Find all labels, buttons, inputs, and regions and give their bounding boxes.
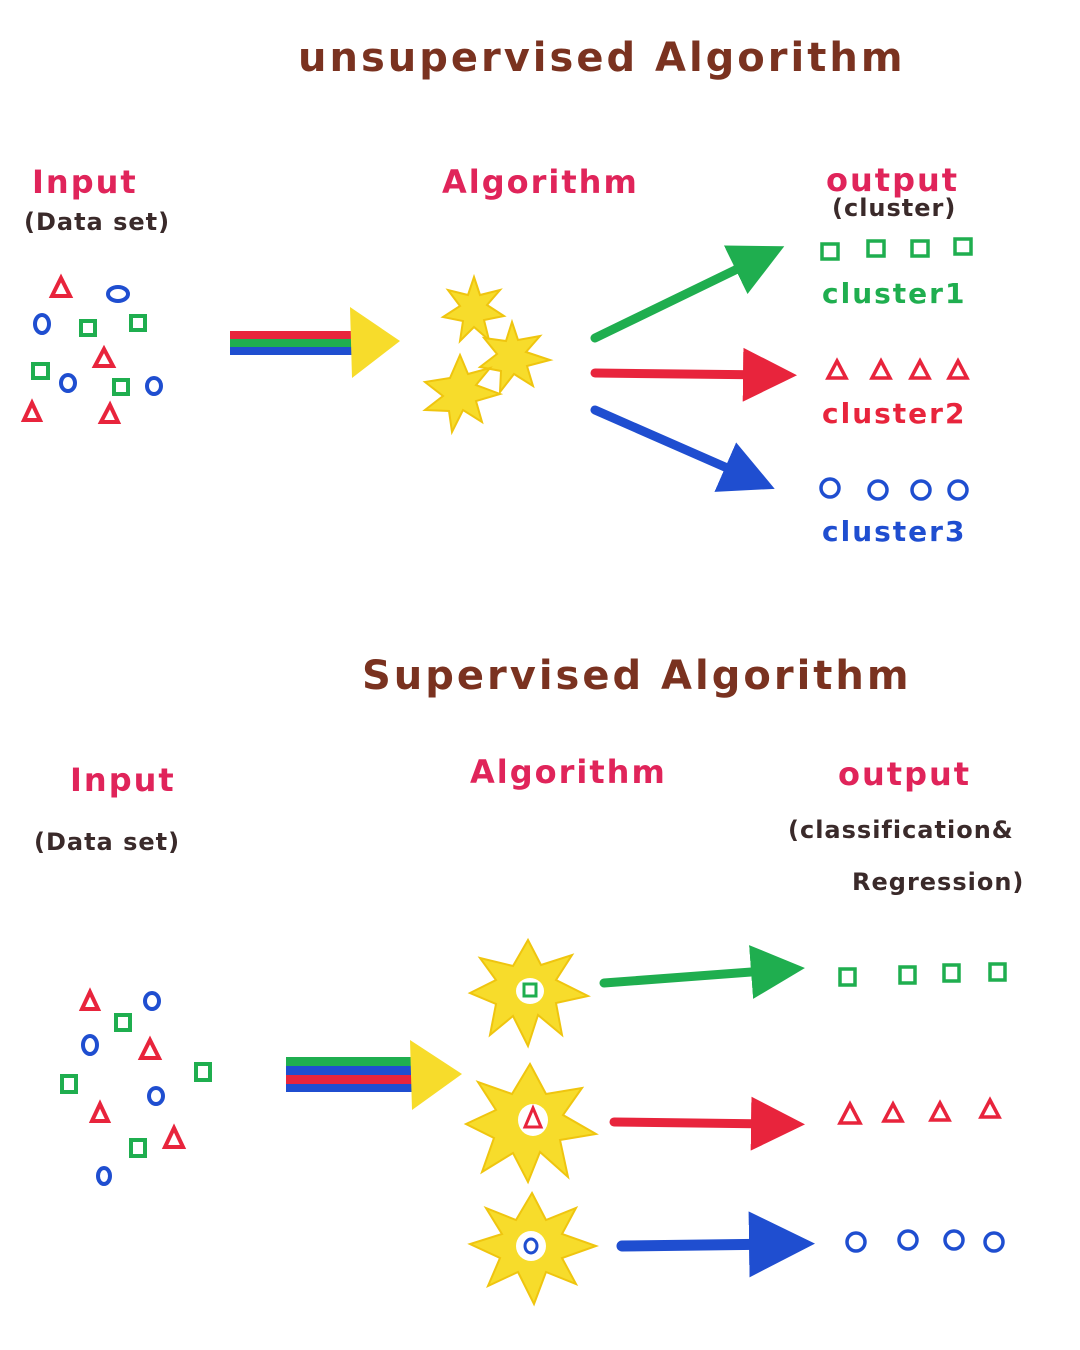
circle-icon	[947, 479, 969, 501]
burst-circle	[467, 1190, 600, 1307]
circle-icon	[33, 313, 51, 335]
circle-icon	[81, 1034, 99, 1056]
circle-icon	[819, 477, 841, 499]
square-icon	[129, 1138, 147, 1158]
supervised-title: Supervised Algorithm	[362, 653, 912, 699]
square-icon	[129, 314, 147, 332]
unsup-dataset	[20, 273, 163, 424]
cluster3-label: cluster3	[822, 515, 967, 548]
circle-icon	[59, 373, 77, 393]
square-icon	[988, 962, 1007, 982]
square-icon	[114, 1013, 132, 1032]
cluster2-label: cluster2	[822, 397, 967, 430]
triangle-icon	[91, 344, 117, 368]
cluster2-shapes	[825, 357, 970, 380]
triangle-icon	[88, 1099, 112, 1123]
sup-output-label: output	[838, 755, 972, 793]
triangle-icon	[869, 357, 893, 380]
square-icon	[820, 242, 840, 261]
triangle-icon	[97, 400, 122, 424]
sup-dataset	[60, 987, 212, 1186]
triangle-icon	[837, 1100, 863, 1125]
cluster3-shapes	[819, 477, 969, 501]
triangle-icon	[137, 1035, 163, 1060]
unsup-algorithm-label: Algorithm	[442, 163, 639, 201]
circle-icon	[983, 1231, 1005, 1253]
sup-algorithm-label: Algorithm	[470, 753, 667, 791]
circle-icon	[106, 285, 130, 303]
sup-input-label: Input	[70, 761, 176, 799]
square-icon	[838, 967, 857, 987]
square-icon	[31, 362, 50, 380]
sup-output-arrows	[599, 945, 815, 1278]
triangle-icon	[946, 357, 970, 380]
sup-input-arrow	[286, 1040, 462, 1110]
circle-icon	[96, 1166, 112, 1186]
square-icon	[194, 1062, 212, 1082]
square-icon	[898, 965, 917, 985]
sup-algorithm-bursts	[463, 937, 600, 1307]
arrow-icon	[590, 405, 775, 492]
unsup-output-label: output	[826, 161, 960, 199]
sup-input-sub: (Data set)	[34, 828, 181, 856]
unsup-input-label: Input	[32, 163, 138, 201]
triangle-icon	[78, 987, 102, 1011]
triangle-icon	[161, 1123, 187, 1149]
circle-icon	[943, 1229, 965, 1251]
square-icon	[522, 982, 538, 998]
unsupervised-title: unsupervised Algorithm	[298, 35, 906, 81]
square-icon	[112, 378, 130, 396]
unsup-input-arrow	[230, 307, 400, 378]
arrow-icon	[616, 1211, 815, 1278]
star-burst-icon	[440, 273, 507, 344]
triangle-icon	[928, 1099, 952, 1122]
sup-output-squares	[838, 962, 1007, 987]
square-icon	[942, 963, 961, 983]
arrow-icon	[590, 245, 785, 343]
arrow-icon	[609, 1096, 805, 1151]
triangle-icon	[522, 1104, 544, 1129]
circle-icon	[143, 991, 161, 1011]
triangle-icon	[48, 273, 74, 298]
circle-icon	[867, 479, 889, 501]
triangle-icon	[881, 1100, 905, 1123]
arrow-icon	[350, 307, 400, 378]
square-icon	[79, 319, 97, 337]
sup-output-sub-1: (classification&	[788, 816, 1014, 844]
sup-output-circles	[845, 1229, 1005, 1253]
square-icon	[60, 1074, 78, 1094]
unsup-algorithm-bursts	[422, 273, 554, 436]
circle-icon	[897, 1229, 919, 1251]
cluster1-label: cluster1	[822, 277, 967, 310]
arrow-icon	[599, 945, 805, 999]
arrow-icon	[410, 1040, 462, 1110]
triangle-icon	[908, 357, 932, 380]
unsup-output-arrows	[590, 245, 797, 492]
cluster1-shapes	[820, 237, 973, 261]
burst-square	[467, 937, 591, 1049]
unsup-input-sub: (Data set)	[24, 208, 171, 236]
circle-icon	[910, 479, 932, 501]
circle-icon	[845, 1231, 867, 1253]
triangle-icon	[20, 398, 44, 422]
square-icon	[910, 239, 930, 258]
triangle-icon	[978, 1096, 1002, 1119]
square-icon	[953, 237, 973, 256]
star-burst-icon	[422, 352, 504, 436]
unsup-output-sub: (cluster)	[832, 194, 957, 222]
burst-triangle	[463, 1061, 599, 1185]
circle-icon	[145, 376, 163, 396]
circle-icon	[523, 1237, 539, 1255]
sup-output-sub-2: Regression)	[852, 868, 1025, 896]
sup-output-triangles	[837, 1096, 1002, 1125]
triangle-icon	[825, 357, 849, 380]
arrow-icon	[590, 347, 797, 402]
square-icon	[866, 239, 886, 258]
star-burst-icon	[477, 318, 554, 396]
circle-icon	[147, 1086, 165, 1106]
